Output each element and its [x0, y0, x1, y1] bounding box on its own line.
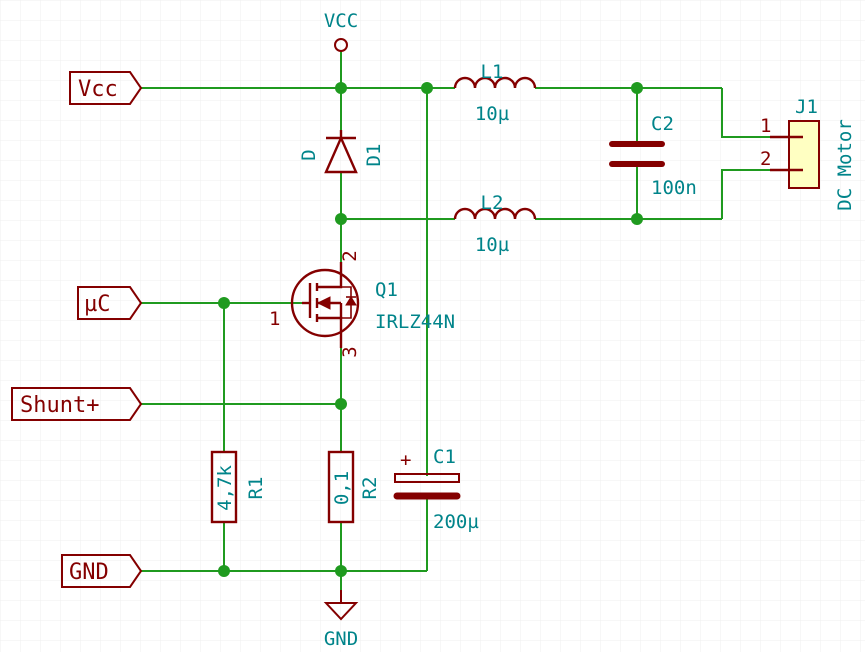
global-label-vcc-text: Vcc: [78, 77, 118, 102]
inductor-l1-coil-icon: [453, 76, 537, 89]
junction: [335, 213, 347, 225]
junction: [631, 82, 643, 94]
inductor-l1[interactable]: L1 10µ: [453, 61, 537, 125]
global-label-shunt-shape: [11, 387, 143, 421]
global-label-shunt[interactable]: Shunt+: [11, 387, 143, 421]
mosfet-q1-pin-source: 3: [339, 346, 361, 357]
junction: [421, 82, 433, 94]
mosfet-q1-value: IRLZ44N: [375, 311, 455, 333]
connector-j1[interactable]: 1 2 J1 DC Motor: [760, 96, 856, 211]
inductor-l2[interactable]: L2 10µ: [453, 192, 537, 256]
vcc-power-label: VCC: [324, 10, 358, 32]
mosfet-q1-diode-icon: [345, 296, 357, 306]
junction: [335, 398, 347, 410]
connector-j1-pin1-number: 1: [760, 115, 771, 137]
mosfet-q1-pin-drain: 2: [339, 250, 361, 261]
junction: [631, 213, 643, 225]
capacitor-c2-ref: C2: [651, 113, 674, 135]
gnd-power-label: GND: [324, 628, 358, 650]
connector-j1-pin2-number: 2: [760, 148, 771, 170]
resistor-r1-ref: R1: [245, 477, 267, 500]
global-label-shunt-text: Shunt+: [20, 393, 99, 418]
mosfet-q1-arrow-icon: [316, 296, 331, 310]
global-label-gnd[interactable]: GND: [61, 554, 143, 588]
inductor-l2-ref: L2: [481, 192, 504, 214]
inductor-l1-ref: L1: [481, 61, 504, 83]
vcc-pin-circle-icon: [334, 38, 348, 52]
mosfet-q1-pin-gate: 1: [269, 308, 280, 330]
resistor-r2-value: 0,1: [331, 471, 353, 505]
global-label-gnd-shape: [61, 554, 143, 588]
resistor-r1-body: [210, 450, 238, 524]
global-label-uc-text: µC: [84, 292, 111, 317]
gnd-power-symbol[interactable]: GND: [323, 590, 359, 650]
capacitor-c2[interactable]: C2 100n: [609, 113, 697, 199]
connector-j1-body: [788, 120, 820, 189]
inductor-l2-value: 10µ: [475, 234, 509, 256]
global-label-vcc[interactable]: Vcc: [69, 71, 143, 105]
diode-d1-triangle-icon: [324, 135, 358, 174]
inductor-l1-value: 10µ: [475, 103, 509, 125]
connector-j1-ref: J1: [795, 96, 818, 118]
diode-d1-value: D: [298, 149, 320, 160]
junction: [218, 565, 230, 577]
junction: [335, 565, 347, 577]
capacitor-c1[interactable]: + C1 200µ: [393, 446, 479, 533]
capacitor-c1-plate-positive-icon: [394, 473, 460, 483]
resistor-r1[interactable]: 4,7k R1: [210, 450, 267, 524]
wire-to-j1-pin2: [721, 169, 770, 219]
resistor-r2[interactable]: 0,1 R2: [327, 450, 381, 524]
junction: [218, 297, 230, 309]
global-label-uc[interactable]: µC: [77, 286, 143, 320]
global-label-uc-shape: [77, 286, 143, 320]
wires: [141, 51, 770, 603]
mosfet-q1[interactable]: 1 2 3 Q1 IRLZ44N: [269, 250, 455, 357]
diode-d1[interactable]: D D1: [298, 130, 385, 174]
resistor-r2-body: [327, 450, 355, 524]
vcc-power-symbol[interactable]: VCC: [324, 10, 358, 52]
capacitor-c1-polarity: +: [400, 449, 411, 471]
junctions: [218, 82, 643, 577]
gnd-triangle-icon: [323, 602, 359, 621]
global-label-vcc-shape: [69, 71, 143, 105]
capacitor-c1-value: 200µ: [433, 511, 479, 533]
junction: [335, 82, 347, 94]
capacitor-c1-ref: C1: [433, 446, 456, 468]
connector-j1-value: DC Motor: [834, 119, 856, 211]
resistor-r1-value: 4,7k: [214, 465, 236, 511]
global-label-gnd-text: GND: [69, 560, 109, 585]
inductor-l2-coil-icon: [453, 207, 537, 220]
diode-d1-ref: D1: [363, 144, 385, 167]
resistor-r2-ref: R2: [359, 477, 381, 500]
wire-to-j1-pin1: [721, 88, 770, 138]
mosfet-q1-body-icon: [290, 268, 360, 338]
mosfet-q1-ref: Q1: [375, 279, 398, 301]
capacitor-c2-value: 100n: [651, 177, 697, 199]
